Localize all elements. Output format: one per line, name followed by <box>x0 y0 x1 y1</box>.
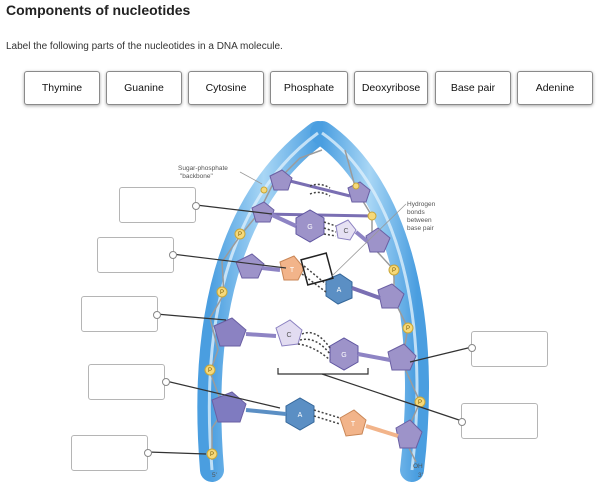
drop-zone-7-handle <box>458 418 466 426</box>
sugar-9 <box>387 343 417 371</box>
drop-zone-4-handle <box>162 378 170 386</box>
svg-text:P: P <box>210 452 214 458</box>
chip-deoxyribose[interactable]: Deoxyribose <box>354 71 428 105</box>
hbond-label-line3: between <box>407 217 432 224</box>
chip-phosphate[interactable]: Phosphate <box>270 71 348 105</box>
drop-zone-7[interactable] <box>461 403 538 439</box>
page-title: Components of nucleotides <box>6 2 191 18</box>
chip-guanine[interactable]: Guanine <box>106 71 182 105</box>
base-g-mid-letter: G <box>341 352 346 359</box>
end-3-label: 3' <box>418 472 423 479</box>
drop-zone-2[interactable] <box>97 237 174 273</box>
drop-zone-2-handle <box>169 251 177 259</box>
base-t-low-letter: T <box>351 421 356 428</box>
chip-cytosine[interactable]: Cytosine <box>188 71 264 105</box>
backbone-label-line2: "backbone" <box>180 173 213 180</box>
base-c-mid <box>275 319 303 347</box>
base-a-low-letter: A <box>298 412 303 419</box>
base-c-mid-letter: C <box>286 332 291 339</box>
base-t-upper-letter: T <box>290 267 295 274</box>
sugar-8 <box>377 283 405 309</box>
svg-text:P: P <box>418 400 422 406</box>
instruction-text: Label the following parts of the nucleot… <box>6 41 283 52</box>
svg-text:P: P <box>208 368 212 374</box>
sugar-1 <box>269 169 293 191</box>
end-5-label: 5' <box>212 472 217 479</box>
base-a-upper-letter: A <box>337 287 342 294</box>
drop-zone-5-handle <box>144 449 152 457</box>
drop-zone-3-handle <box>153 311 161 319</box>
hbond-label-line1: Hydrogen <box>407 201 436 208</box>
chip-thymine[interactable]: Thymine <box>24 71 100 105</box>
sugar-5 <box>211 391 247 423</box>
drop-zone-4[interactable] <box>88 364 165 400</box>
drop-zone-6[interactable] <box>471 331 548 367</box>
base-pair-bracket <box>277 368 369 375</box>
svg-text:P: P <box>406 326 410 332</box>
sugar-3 <box>235 253 265 279</box>
base-t-low <box>339 409 367 437</box>
base-g-top-letter: G <box>307 224 312 231</box>
hbond-label-line4: base pair <box>407 225 435 232</box>
oh-label: OH <box>413 463 423 470</box>
drop-zone-3[interactable] <box>81 296 158 332</box>
chip-adenine[interactable]: Adenine <box>517 71 593 105</box>
svg-text:P: P <box>220 290 224 296</box>
sugar-4 <box>213 317 247 347</box>
base-t-upper <box>279 255 305 281</box>
base-a-low <box>285 397 315 431</box>
chip-base-pair[interactable]: Base pair <box>435 71 511 105</box>
drop-zone-1[interactable] <box>119 187 196 223</box>
sugar-10 <box>395 419 423 449</box>
svg-text:P: P <box>392 268 396 274</box>
base-a-upper <box>325 273 353 305</box>
hbond-label-line2: bonds <box>407 209 425 216</box>
drop-zone-1-handle <box>192 202 200 210</box>
drop-zone-6-handle <box>468 344 476 352</box>
base-c-top <box>335 219 357 241</box>
base-pair-top-1 <box>285 178 351 198</box>
base-c-top-letter: C <box>343 228 348 235</box>
drop-zone-5[interactable] <box>71 435 148 471</box>
base-g-mid <box>329 337 359 371</box>
svg-text:P: P <box>238 232 242 238</box>
backbone-label-line1: Sugar-phosphate <box>178 165 228 172</box>
hydrogen-bond-box <box>300 252 334 286</box>
sugar-7 <box>365 227 391 253</box>
